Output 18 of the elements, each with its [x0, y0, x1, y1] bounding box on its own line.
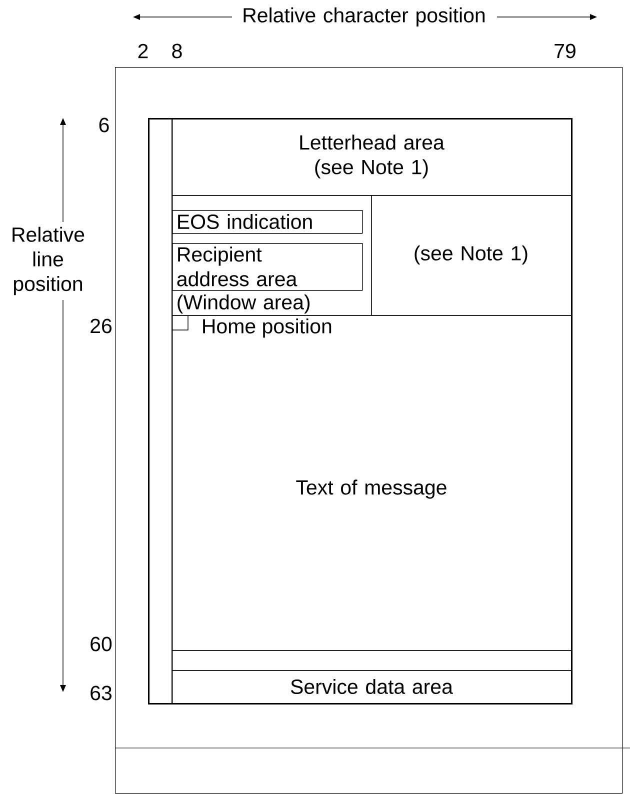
page-frame	[148, 118, 573, 705]
axis-title: Relative line position	[12, 226, 84, 296]
service-data-area: Service data area	[172, 670, 572, 704]
annotation: Home position	[203, 318, 332, 338]
address-area-box: Recipient address area	[172, 243, 363, 291]
blank-band	[172, 650, 572, 671]
scale-number: 8	[172, 44, 182, 58]
scale-number: 60	[90, 636, 112, 652]
page-outline	[114, 67, 630, 794]
scale-number: 6	[99, 118, 109, 132]
scale-number: 26	[90, 318, 112, 334]
eos-indication-box: EOS indication	[172, 210, 363, 234]
letterhead-area: Letterhead area (see Note 1)	[172, 118, 572, 196]
scale-number: 2	[138, 44, 148, 58]
scale-number: 63	[90, 686, 112, 700]
axis-title: Relative character position	[244, 7, 485, 27]
scale-number: 79	[554, 44, 576, 58]
note-area: (see Note 1)	[371, 195, 572, 316]
